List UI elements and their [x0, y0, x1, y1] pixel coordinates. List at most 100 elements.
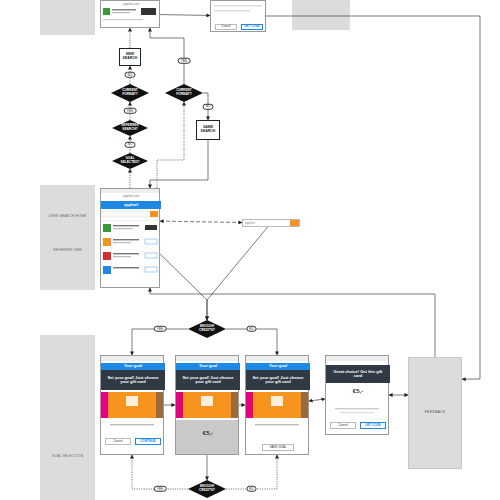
- node-text: Cancel: [330, 422, 356, 429]
- flow-connector: [309, 399, 325, 401]
- node-text: NEW SEARCH: [120, 53, 140, 61]
- button: [141, 8, 156, 15]
- screen-mockup: Great choice! Get this gift card €5,- Canc…: [325, 355, 389, 435]
- flow-connector: [150, 140, 208, 188]
- node-text: Cancel: [105, 438, 131, 445]
- text-line: [113, 253, 139, 254]
- decision-diamond: GOAL SELECTED?: [112, 153, 148, 169]
- button: [145, 267, 157, 272]
- flow-connector: [160, 254, 207, 320]
- node-text: CURRENT FORMAT?: [119, 89, 142, 96]
- node-text: appfuel: [101, 201, 161, 209]
- edge-label: NO: [125, 141, 136, 147]
- node-text: REFERRER SEARCH?: [119, 124, 141, 131]
- text-line: [113, 256, 131, 257]
- placeholder-box: FEEDBACK: [408, 357, 462, 469]
- node-text: Set your goal! Just choose your gift car…: [176, 370, 240, 390]
- edge-label: YES: [154, 486, 167, 492]
- search-bar: [102, 211, 158, 217]
- divider: [102, 220, 158, 221]
- process-box: SAME SEARCH: [196, 120, 220, 140]
- node-text: CURRENT FORMAT?: [173, 89, 196, 96]
- edge-label: YES: [178, 58, 191, 64]
- node-text: Cancel: [215, 24, 237, 30]
- node-text: appfuel.com: [103, 2, 159, 7]
- node-text: ENOUGH CREDITS?: [196, 325, 219, 332]
- text-line: [113, 239, 139, 240]
- flow-connector: [160, 14, 210, 16]
- input-field: [242, 219, 300, 227]
- button: [145, 253, 157, 258]
- text-line: [103, 19, 143, 20]
- node-text: GET CODE: [360, 422, 386, 429]
- node-text: appfuel.com: [101, 194, 161, 200]
- node-text: Great choice! Get this gift card: [326, 365, 390, 383]
- decision-diamond: CURRENT FORMAT?: [111, 84, 149, 102]
- node-text: Your goal: [101, 363, 165, 370]
- app-icon: [103, 8, 110, 15]
- app-icon: [103, 224, 111, 232]
- app-icon: [103, 238, 111, 246]
- edge-label: NO: [246, 486, 257, 492]
- text-line: [112, 12, 130, 13]
- flow-connector: [207, 455, 208, 480]
- screen-mockup: appfuel.com: [100, 0, 160, 28]
- node-text: SAVE GOAL: [262, 444, 294, 451]
- node-text: CONTINUE: [135, 438, 161, 445]
- text-line: [113, 242, 131, 243]
- node-text: Set your goal! Just choose your gift car…: [246, 370, 310, 390]
- app-icon: [103, 252, 111, 260]
- flow-connector: [132, 329, 188, 355]
- node-text: USER SEARCH HOME: [40, 213, 95, 221]
- decision-diamond: ENOUGH CREDITS?: [188, 320, 226, 338]
- flow-connector: [150, 288, 435, 357]
- flow-connector: [130, 169, 131, 188]
- screen: [210, 0, 266, 32]
- node-text: REFERRER SEM: [40, 247, 95, 255]
- edge-label: NO: [203, 103, 214, 109]
- input-button: [290, 219, 300, 227]
- app-icon: [103, 266, 111, 274]
- flow-connector: [226, 329, 277, 355]
- node-text: ENOUGH CREDITS?: [196, 485, 219, 492]
- node-text: GOAL SELECTION: [40, 453, 95, 461]
- screen-mockup: Cancel GET CODE: [210, 0, 266, 32]
- node-text: Your goal: [176, 363, 240, 370]
- text-line: [113, 267, 139, 268]
- flow-connector: [389, 395, 408, 396]
- search-button: [150, 211, 158, 217]
- node-text: GET CODE: [241, 24, 263, 30]
- edge-label: NO: [125, 72, 136, 78]
- screen-mockup: Your goalSet your goal! Just choose your…: [175, 355, 239, 455]
- node-text: €5,-: [326, 386, 390, 396]
- node-text: FEEDBACK: [425, 411, 445, 415]
- node-text: Set your goal! Just choose your gift car…: [101, 370, 165, 390]
- decision-diamond: CURRENT FORMAT?: [165, 84, 203, 102]
- flow-connector: [164, 405, 175, 406]
- flow-connector: [132, 455, 188, 489]
- button: [145, 239, 157, 244]
- text-line: [113, 225, 139, 226]
- placeholder-box: [292, 0, 350, 30]
- text-line: [214, 10, 250, 12]
- flow-connector: [226, 455, 277, 489]
- edge-label: NO: [246, 326, 257, 332]
- flow-connector: [266, 16, 480, 379]
- screen-mockup: appfuel.comappfuel: [100, 188, 160, 288]
- goal-screen-art: [100, 355, 389, 455]
- text-line: [112, 9, 136, 11]
- button: [145, 225, 157, 230]
- swimlane-band: USER SEARCH HOME REFERRER SEM: [40, 185, 95, 290]
- flow-connector: [207, 227, 268, 320]
- swimlane-band: GOAL SELECTION: [40, 335, 95, 500]
- decision-diamond: REFERRER SEARCH?: [112, 120, 148, 136]
- search-input: appfuel: [242, 219, 300, 227]
- node-text: €5,-: [186, 428, 230, 438]
- flow-connector: [157, 102, 184, 188]
- flow-connector: [160, 221, 242, 222]
- decision-diamond: ENOUGH CREDITS?: [188, 480, 226, 498]
- flow-connector: [150, 28, 184, 84]
- edge-label: YES: [154, 326, 167, 332]
- node-text: Your goal: [246, 363, 310, 370]
